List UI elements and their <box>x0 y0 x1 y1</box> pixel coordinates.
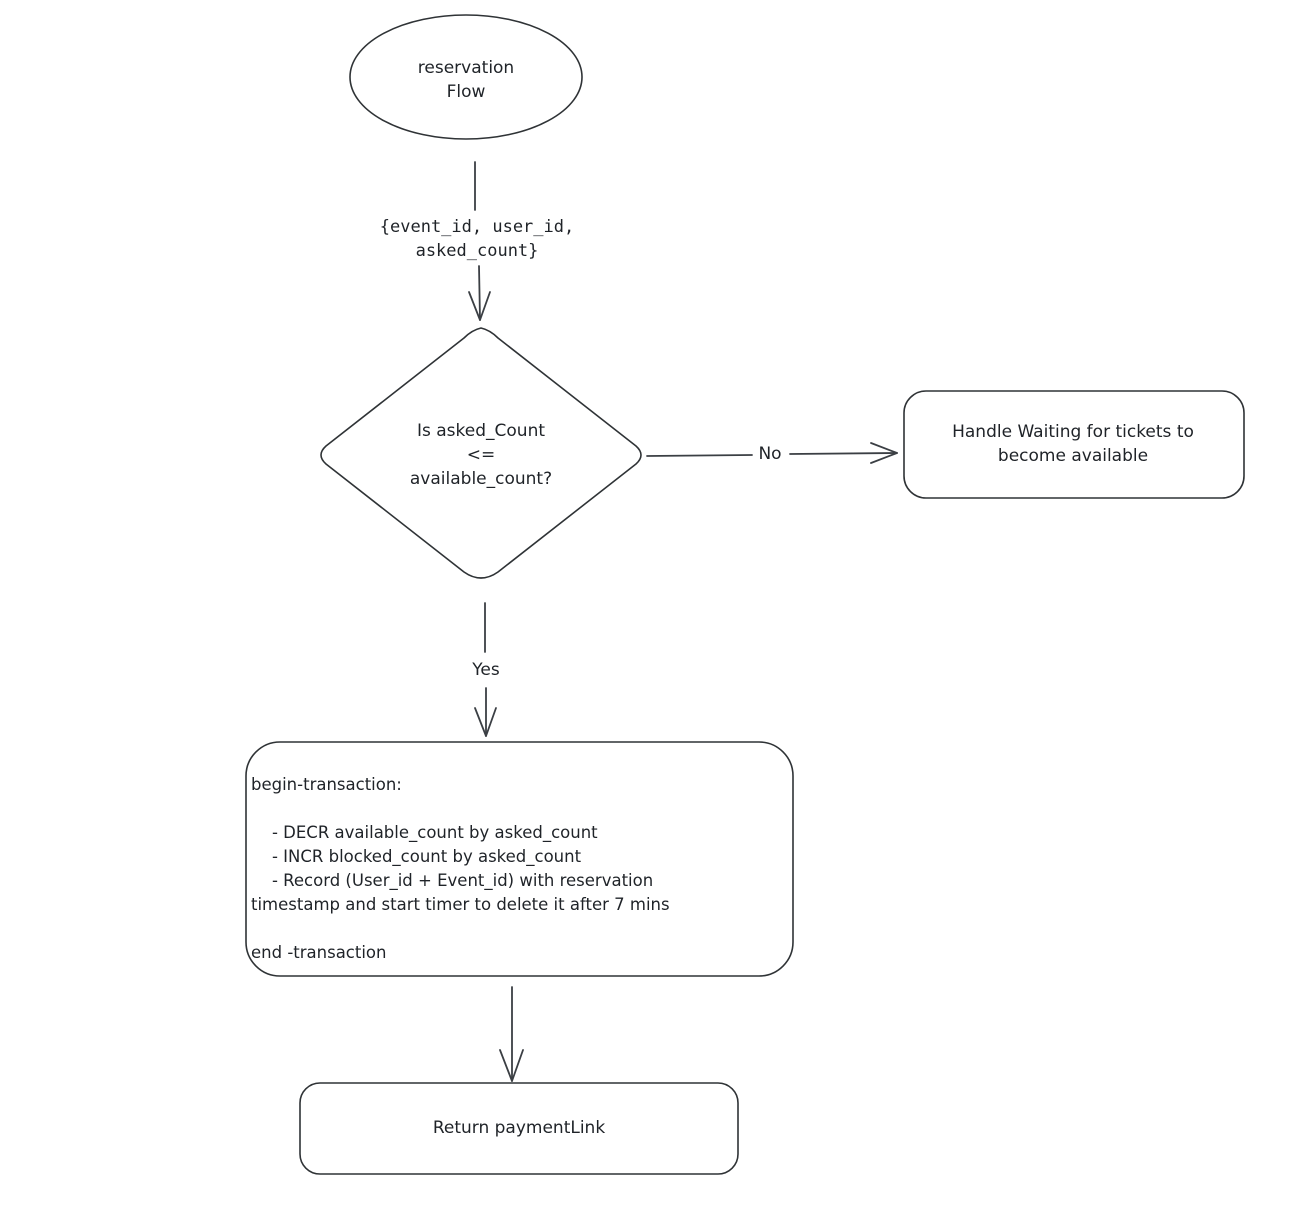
transaction-node-label: begin-transaction: - DECR available_coun… <box>251 775 670 962</box>
waiting-node-box[interactable] <box>903 390 1245 499</box>
edge-no-label: No <box>754 442 786 466</box>
decision-node-diamond[interactable] <box>320 327 642 579</box>
waiting-node-label: Handle Waiting for tickets to become ava… <box>952 422 1194 466</box>
start-node-ellipse[interactable] <box>349 14 583 140</box>
decision-node-label: Is asked_Count <= available_count? <box>409 421 553 489</box>
payment-node-label: Return paymentLink <box>432 1118 606 1138</box>
start-node-label: reservation Flow <box>417 58 515 102</box>
edge-payment-arrowhead <box>499 1049 524 1082</box>
payment-node-box[interactable] <box>299 1082 739 1175</box>
edge-yes-label: Yes <box>468 658 504 682</box>
transaction-node-box[interactable] <box>245 741 794 977</box>
edge-input-arrowhead <box>468 291 491 321</box>
edge-input-label: {event_id, user_id, asked_count} <box>379 217 575 261</box>
edge-yes-arrowhead <box>474 707 497 737</box>
edge-no-line-right <box>789 452 898 455</box>
edge-input-line-bottom <box>478 265 481 321</box>
edge-no-arrowhead <box>870 442 898 464</box>
edge-no-line-left <box>646 454 753 457</box>
